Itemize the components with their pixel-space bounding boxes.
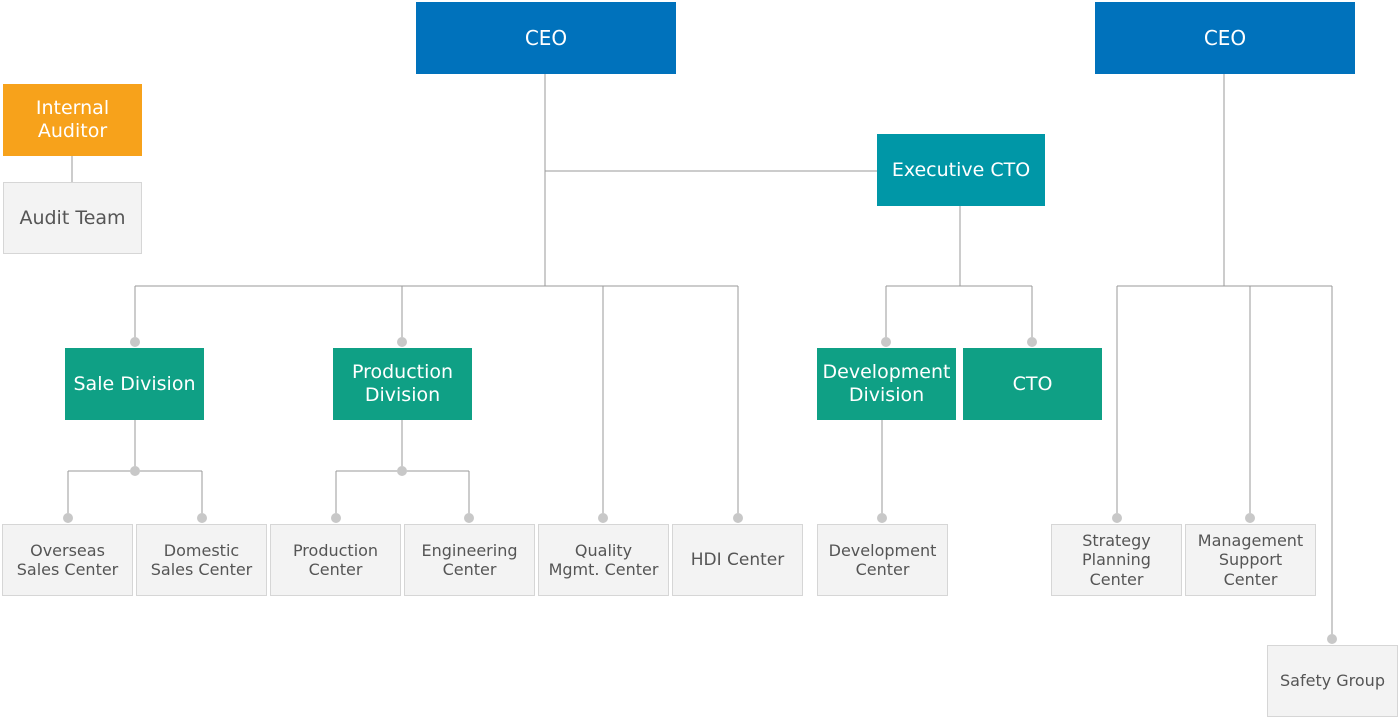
development-division-label: Development Division xyxy=(822,361,951,406)
ceo-left-node: CEO xyxy=(416,2,676,74)
ceo-left-label: CEO xyxy=(524,26,568,50)
hdi-center-label: HDI Center xyxy=(690,549,785,570)
production-center-label: Production Center xyxy=(292,540,379,579)
connector-dot xyxy=(63,513,73,523)
ceo-right-label: CEO xyxy=(1203,26,1247,50)
safety-group-label: Safety Group xyxy=(1280,671,1385,691)
connector-dot xyxy=(130,337,140,347)
overseas-sales-center-node: Overseas Sales Center xyxy=(2,524,133,596)
connector-dot xyxy=(1327,634,1337,644)
connector-dot xyxy=(1112,513,1122,523)
production-center-node: Production Center xyxy=(270,524,401,596)
sale-division-label: Sale Division xyxy=(73,372,196,395)
connector-dot xyxy=(598,513,608,523)
internal-auditor-node: Internal Auditor xyxy=(3,84,142,156)
audit-team-label: Audit Team xyxy=(19,206,126,229)
strategy-planning-center-label: Strategy Planning Center xyxy=(1082,531,1151,589)
management-support-center-node: Management Support Center xyxy=(1185,524,1316,596)
engineering-center-node: Engineering Center xyxy=(404,524,535,596)
quality-mgmt-center-node: Quality Mgmt. Center xyxy=(538,524,669,596)
production-division-label: Production Division xyxy=(351,361,454,406)
connector-dot xyxy=(464,513,474,523)
management-support-center-label: Management Support Center xyxy=(1197,531,1304,589)
quality-mgmt-center-label: Quality Mgmt. Center xyxy=(548,540,659,579)
connector-dot xyxy=(130,466,140,476)
executive-cto-node: Executive CTO xyxy=(877,134,1045,206)
sale-division-node: Sale Division xyxy=(65,348,204,420)
development-center-node: Development Center xyxy=(817,524,948,596)
cto-node: CTO xyxy=(963,348,1102,420)
overseas-sales-center-label: Overseas Sales Center xyxy=(16,540,119,579)
executive-cto-label: Executive CTO xyxy=(891,158,1031,181)
connector-dot xyxy=(733,513,743,523)
safety-group-node: Safety Group xyxy=(1267,645,1398,717)
connector-dot xyxy=(331,513,341,523)
production-division-node: Production Division xyxy=(333,348,472,420)
domestic-sales-center-label: Domestic Sales Center xyxy=(150,540,253,579)
hdi-center-node: HDI Center xyxy=(672,524,803,596)
connector-dot xyxy=(1245,513,1255,523)
development-division-node: Development Division xyxy=(817,348,956,420)
cto-label: CTO xyxy=(1012,372,1053,395)
audit-team-node: Audit Team xyxy=(3,182,142,254)
connector-dot xyxy=(1027,337,1037,347)
development-center-label: Development Center xyxy=(828,540,937,579)
connector-dot xyxy=(397,337,407,347)
ceo-right-node: CEO xyxy=(1095,2,1355,74)
connector-dot xyxy=(197,513,207,523)
connector-dot xyxy=(881,337,891,347)
domestic-sales-center-node: Domestic Sales Center xyxy=(136,524,267,596)
internal-auditor-label: Internal Auditor xyxy=(35,97,110,142)
connector-dot xyxy=(877,513,887,523)
strategy-planning-center-node: Strategy Planning Center xyxy=(1051,524,1182,596)
connector-dot xyxy=(397,466,407,476)
engineering-center-label: Engineering Center xyxy=(421,540,518,579)
